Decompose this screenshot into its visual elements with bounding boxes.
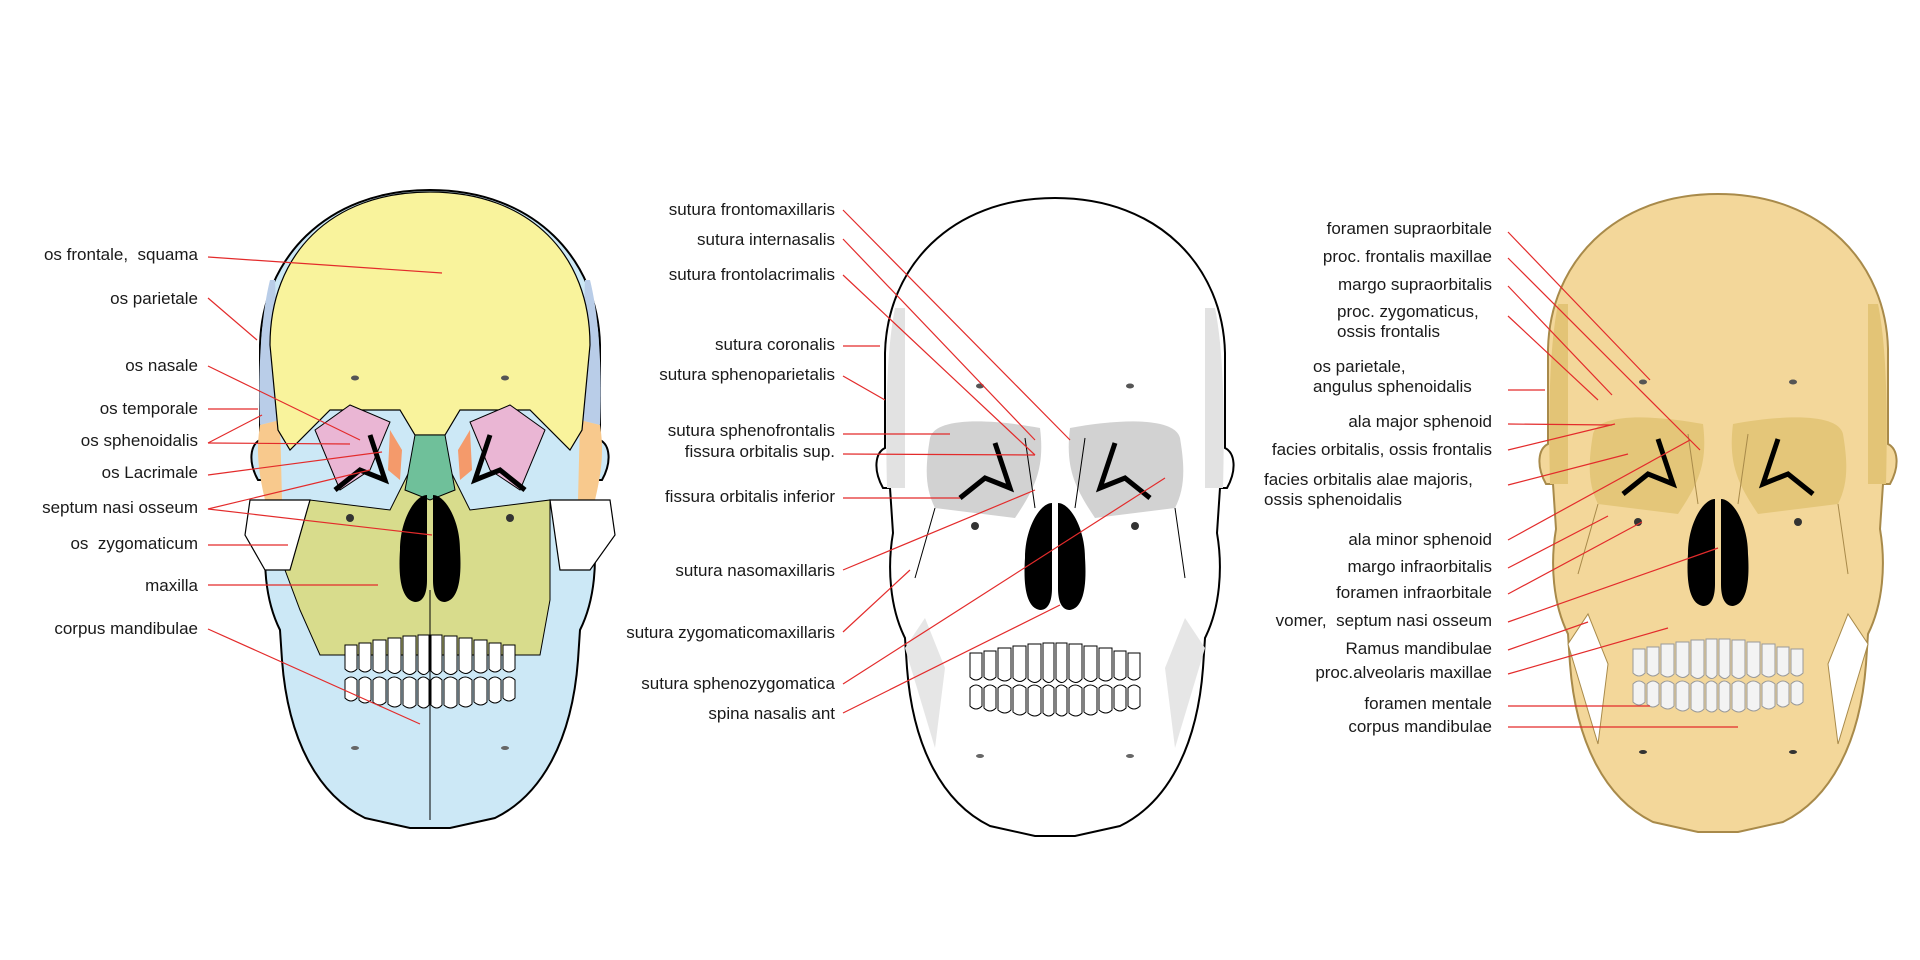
label-proc-frontalis-maxillae: proc. frontalis maxillae	[1322, 247, 1492, 266]
label-sutura-nasomaxillaris: sutura nasomaxillaris	[675, 561, 835, 580]
label-corpus-mandibulae-right: corpus mandibulae	[1348, 717, 1492, 736]
label-septum-nasi-osseum: septum nasi osseum	[42, 498, 198, 517]
label-os-temporale: os temporale	[99, 399, 198, 418]
skull-bones-figure	[244, 189, 616, 829]
label-foramen-mentale: foramen mentale	[1364, 694, 1492, 713]
label-proc-zygomaticus: proc. zygomaticus, ossis frontalis	[1337, 302, 1479, 341]
label-facies-orbitalis-frontalis: facies orbitalis, ossis frontalis	[1271, 440, 1492, 459]
label-sutura-coronalis: sutura coronalis	[714, 335, 835, 354]
label-os-sphenoidalis: os sphenoidalis	[80, 431, 198, 450]
label-margo-infraorbitalis: margo infraorbitalis	[1347, 557, 1492, 576]
label-sutura-frontomaxillaris: sutura frontomaxillaris	[668, 200, 835, 219]
label-os-parietale: os parietale	[110, 289, 198, 308]
label-ala-minor-sphenoid: ala minor sphenoid	[1348, 530, 1492, 549]
label-proc-alveolaris-maxillae: proc.alveolaris maxillae	[1315, 663, 1492, 682]
label-foramen-supraorbitale: foramen supraorbitale	[1326, 219, 1492, 238]
label-foramen-infraorbitale: foramen infraorbitale	[1336, 583, 1492, 602]
label-margo-supraorbitalis: margo supraorbitalis	[1337, 275, 1492, 294]
nasal-region	[404, 434, 456, 501]
label-sutura-sphenofrontalis: sutura sphenofrontalis	[667, 421, 835, 440]
label-fissura-orbitalis-inferior: fissura orbitalis inferior	[664, 487, 835, 506]
label-ala-major-sphenoid: ala major sphenoid	[1348, 412, 1492, 431]
label-os-nasale: os nasale	[125, 356, 198, 375]
skull-sutures-figure	[875, 197, 1235, 837]
label-os-parietale-angulus: os parietale, angulus sphenoidalis	[1313, 357, 1472, 396]
label-maxilla: maxilla	[145, 576, 198, 595]
label-vomer-septum: vomer, septum nasi osseum	[1275, 611, 1492, 630]
leader-lines	[207, 209, 1738, 728]
label-os-lacrimale: os Lacrimale	[101, 463, 198, 482]
label-sutura-frontolacrimalis: sutura frontolacrimalis	[668, 265, 835, 284]
label-sutura-internasalis: sutura internasalis	[697, 230, 835, 249]
label-corpus-mandibulae-left: corpus mandibulae	[54, 619, 198, 638]
label-sutura-sphenozygomatica: sutura sphenozygomatica	[641, 674, 835, 693]
label-sutura-zygomaticomaxillaris: sutura zygomaticomaxillaris	[626, 623, 835, 642]
skull-landmarks-figure	[1538, 192, 1898, 833]
label-sutura-sphenoparietalis: sutura sphenoparietalis	[659, 365, 835, 384]
label-spina-nasalis-ant: spina nasalis ant	[708, 704, 835, 723]
label-fissura-orbitalis-sup: fissura orbitalis sup.	[684, 442, 835, 461]
label-os-zygomaticum: os zygomaticum	[70, 534, 198, 553]
label-os-frontale: os frontale, squama	[43, 245, 198, 264]
temporal-region	[257, 420, 282, 500]
label-facies-orbitalis-alae-majoris: facies orbitalis alae majoris, ossis sph…	[1264, 470, 1473, 509]
label-ramus-mandibulae: Ramus mandibulae	[1345, 639, 1492, 658]
frontal-region	[269, 191, 591, 451]
